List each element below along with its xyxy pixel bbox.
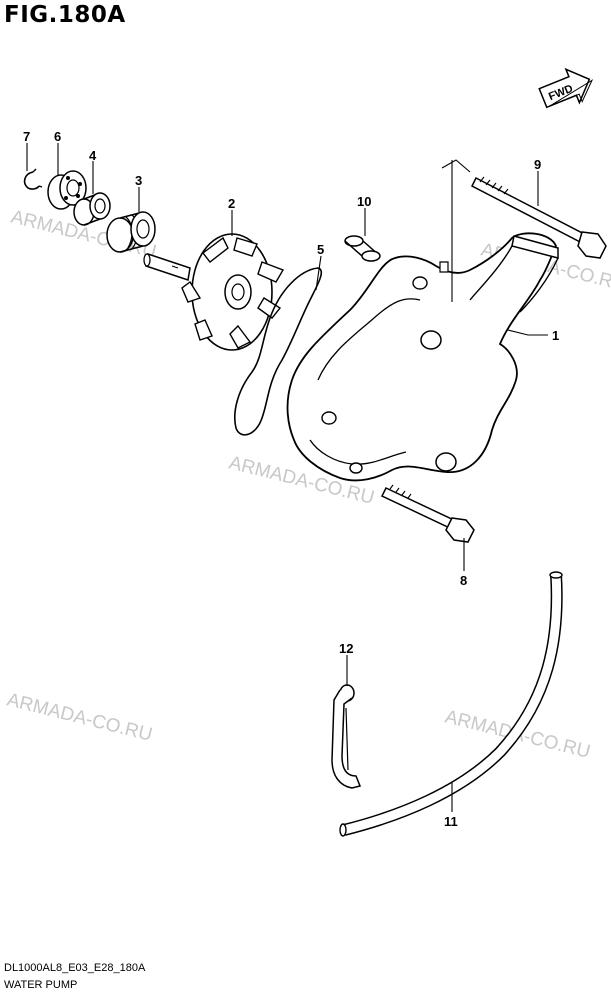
callout-7: 7 [23, 129, 30, 144]
leader-lines [26, 143, 548, 812]
callout-9: 9 [534, 157, 541, 172]
callout-1: 1 [552, 328, 559, 343]
pump-cover-part [286, 232, 559, 482]
oil-seal-part [73, 192, 111, 226]
impeller-part [143, 233, 285, 351]
hose-clamp-part [331, 684, 362, 789]
fwd-arrow-icon: FWD [538, 67, 594, 109]
callout-8: 8 [460, 573, 467, 588]
callout-11: 11 [444, 814, 458, 829]
circlip-part [23, 168, 43, 190]
dowel-pin-part [344, 235, 381, 262]
callout-12: 12 [339, 641, 353, 656]
callout-3: 3 [135, 173, 142, 188]
callout-5: 5 [317, 242, 324, 257]
callout-numbers: 1 2 3 4 5 6 7 8 9 10 11 12 [23, 129, 559, 829]
callout-6: 6 [54, 129, 61, 144]
o-ring-part [234, 267, 323, 436]
breather-hose-part [339, 571, 563, 837]
bolt-part-8 [380, 484, 475, 543]
callout-2: 2 [228, 196, 235, 211]
figure-name: WATER PUMP [4, 979, 78, 991]
callout-10: 10 [357, 194, 371, 209]
figure-code: DL1000AL8_E03_E28_180A [4, 962, 146, 974]
bearing-part [47, 170, 87, 210]
mechanical-seal-part [106, 211, 156, 253]
bolt-part-9 [470, 176, 607, 259]
callout-4: 4 [89, 148, 97, 163]
figure-title: FIG.180A [4, 2, 126, 28]
watermark-text: ARMADA-CO.RU [5, 689, 155, 745]
